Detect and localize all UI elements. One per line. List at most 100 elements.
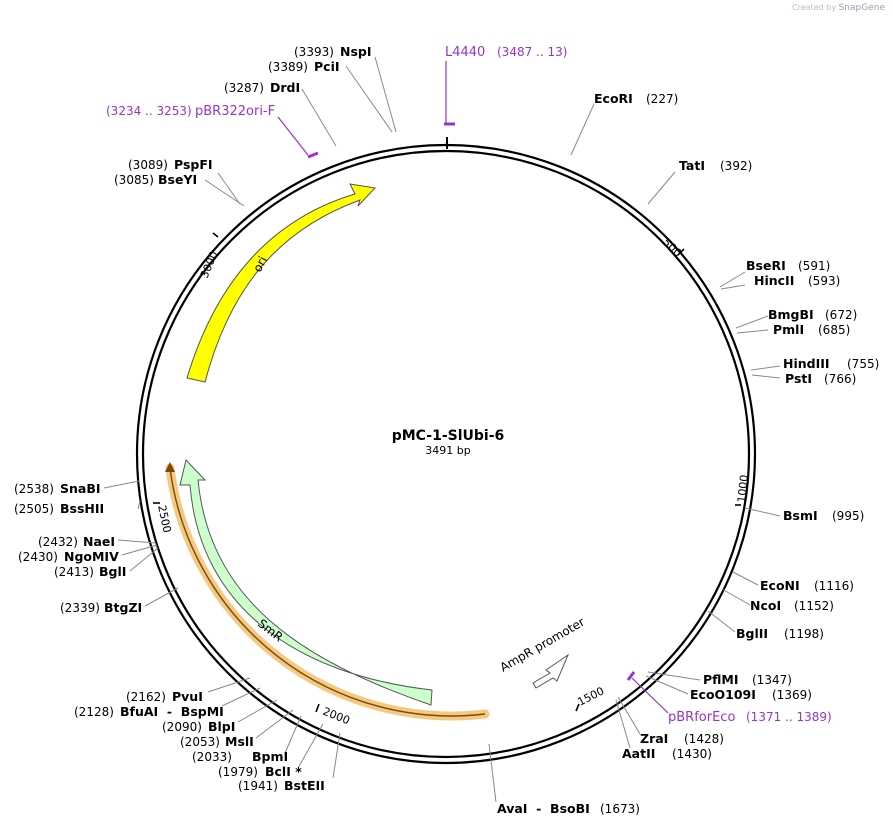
enzyme-position: (1198) xyxy=(784,627,824,641)
enzyme-position: (227) xyxy=(646,92,678,106)
enzyme-leader-line xyxy=(204,179,245,207)
enzyme-name: BseYI xyxy=(158,172,197,187)
feature-ampr-promoter-arrow xyxy=(532,653,570,689)
enzyme-leader-line xyxy=(719,271,746,288)
enzyme-leader-line xyxy=(255,709,294,739)
enzyme-leader-line xyxy=(297,723,324,769)
enzyme-name: BlpI xyxy=(208,719,235,734)
enzyme-position: (591) xyxy=(798,259,830,273)
selection-arrowhead xyxy=(165,462,175,472)
enzyme-position: (2430) xyxy=(18,550,58,564)
enzyme-position: (1941) xyxy=(238,779,278,793)
enzyme-name: HindIII xyxy=(783,356,830,371)
enzyme-position: (3085) xyxy=(114,173,154,187)
enzyme-position: (995) xyxy=(832,509,864,523)
primer-marks xyxy=(277,61,669,714)
tick-label-2500: 2500 xyxy=(155,504,174,534)
enzyme-leader-line xyxy=(144,587,179,607)
enzyme-position: (3287) xyxy=(224,81,264,95)
enzyme-leader-line xyxy=(332,732,341,779)
enzyme-name: NcoI xyxy=(750,598,781,613)
enzyme-position: (2505) xyxy=(14,502,54,516)
tick-label-1000: 1000 xyxy=(735,474,751,503)
enzyme-position: (2432) xyxy=(38,535,78,549)
enzyme-position: (1979) xyxy=(218,765,258,779)
primer-pbr322ori-bar xyxy=(307,151,319,159)
enzyme-leader-line xyxy=(488,743,497,803)
enzyme-position: (1152) xyxy=(794,599,834,613)
enzyme-name: BseRI xyxy=(746,258,786,273)
enzyme-name: NaeI xyxy=(83,534,115,549)
enzyme-leader-line xyxy=(615,699,631,749)
plasmid-size: 3491 bp xyxy=(425,444,470,457)
enzyme-leader-line xyxy=(284,715,302,754)
enzyme-position: (2162) xyxy=(126,690,166,704)
enzyme-position: (1347) xyxy=(752,673,792,687)
watermark-prefix: Created by xyxy=(792,3,837,12)
enzyme-leader-line xyxy=(750,365,781,371)
enzyme-position: (2128) xyxy=(74,705,114,719)
enzyme-leader-line xyxy=(374,56,397,133)
enzyme-name: MslI xyxy=(225,734,254,749)
tick-label-2000: 2000 xyxy=(321,705,352,728)
enzyme-leader-line xyxy=(645,675,689,695)
enzyme-name: SnaBI xyxy=(60,481,101,496)
enzyme-name: PflMI xyxy=(703,672,739,687)
tick-mark-1500 xyxy=(575,703,580,712)
enzyme-position: (3089) xyxy=(128,158,168,172)
enzyme-position: (3389) xyxy=(268,60,308,74)
feature-ampr-promoter-label: AmpR promoter xyxy=(498,615,588,675)
enzyme-name: BmgBI xyxy=(768,307,814,322)
enzyme-leader-line xyxy=(721,588,751,606)
enzyme-leader-line xyxy=(707,610,736,633)
tick-mark-2000 xyxy=(315,703,320,713)
enzyme-name: EcoNI xyxy=(760,578,800,593)
enzyme-position: (3393) xyxy=(294,45,334,59)
enzyme-leader-line xyxy=(221,687,261,707)
enzyme-leader-line xyxy=(735,315,769,329)
enzyme-position: (1673) xyxy=(600,802,640,816)
primer-l4440-name: L4440 xyxy=(445,45,485,60)
enzyme-position: (2538) xyxy=(14,482,54,496)
enzyme-name: PciI xyxy=(314,59,340,74)
enzyme-position: (2413) xyxy=(54,565,94,579)
enzyme-leader-line xyxy=(103,480,140,489)
enzyme-leader-line xyxy=(345,65,393,133)
tick-mark-3000 xyxy=(212,232,219,238)
enzyme-name: BtgZI xyxy=(104,600,142,615)
feature-ori-arrow xyxy=(186,183,377,383)
watermark-brand: SnapGene xyxy=(838,3,885,13)
enzyme-leader-line xyxy=(751,374,781,379)
enzyme-position: (672) xyxy=(825,308,857,322)
enzyme-position: (1369) xyxy=(772,688,812,702)
enzyme-leader-line xyxy=(647,171,676,205)
enzyme-leader-line xyxy=(137,500,141,510)
enzyme-position: (2053) xyxy=(180,735,220,749)
enzyme-position: (1116) xyxy=(814,579,854,593)
enzyme-name: BpmI xyxy=(252,749,288,764)
enzyme-position: (2033) xyxy=(192,750,232,764)
primer-pbr322ori-leader xyxy=(277,116,309,156)
enzyme-name: HincII xyxy=(754,273,794,288)
enzyme-name: PspFI xyxy=(174,157,213,172)
primer-l4440-range: (3487 .. 13) xyxy=(497,45,567,59)
enzyme-name: BclI * xyxy=(265,764,302,779)
enzyme-position: (2090) xyxy=(162,720,202,734)
enzyme-name: BssHII xyxy=(60,501,104,516)
enzyme-leaders xyxy=(103,56,781,803)
enzyme-name: AatII xyxy=(622,746,655,761)
coordinate-ticks: 500 1000 1500 2000 2500 3000 xyxy=(153,232,751,728)
tick-mark-500 xyxy=(677,248,685,256)
enzyme-name: NspI xyxy=(340,44,372,59)
feature-smr-arrow xyxy=(179,458,433,706)
enzyme-leader-line xyxy=(617,696,641,735)
primer-pbrforeco-leader xyxy=(631,677,669,714)
enzyme-position: (2339) xyxy=(60,601,100,615)
enzyme-leader-line xyxy=(121,544,158,556)
enzyme-position: (755) xyxy=(847,357,879,371)
enzyme-name: ZraI xyxy=(640,731,668,746)
enzyme-position: (685) xyxy=(818,323,850,337)
enzyme-position: (392) xyxy=(720,159,752,173)
enzyme-position: (766) xyxy=(824,372,856,386)
enzyme-leader-line xyxy=(570,103,595,156)
